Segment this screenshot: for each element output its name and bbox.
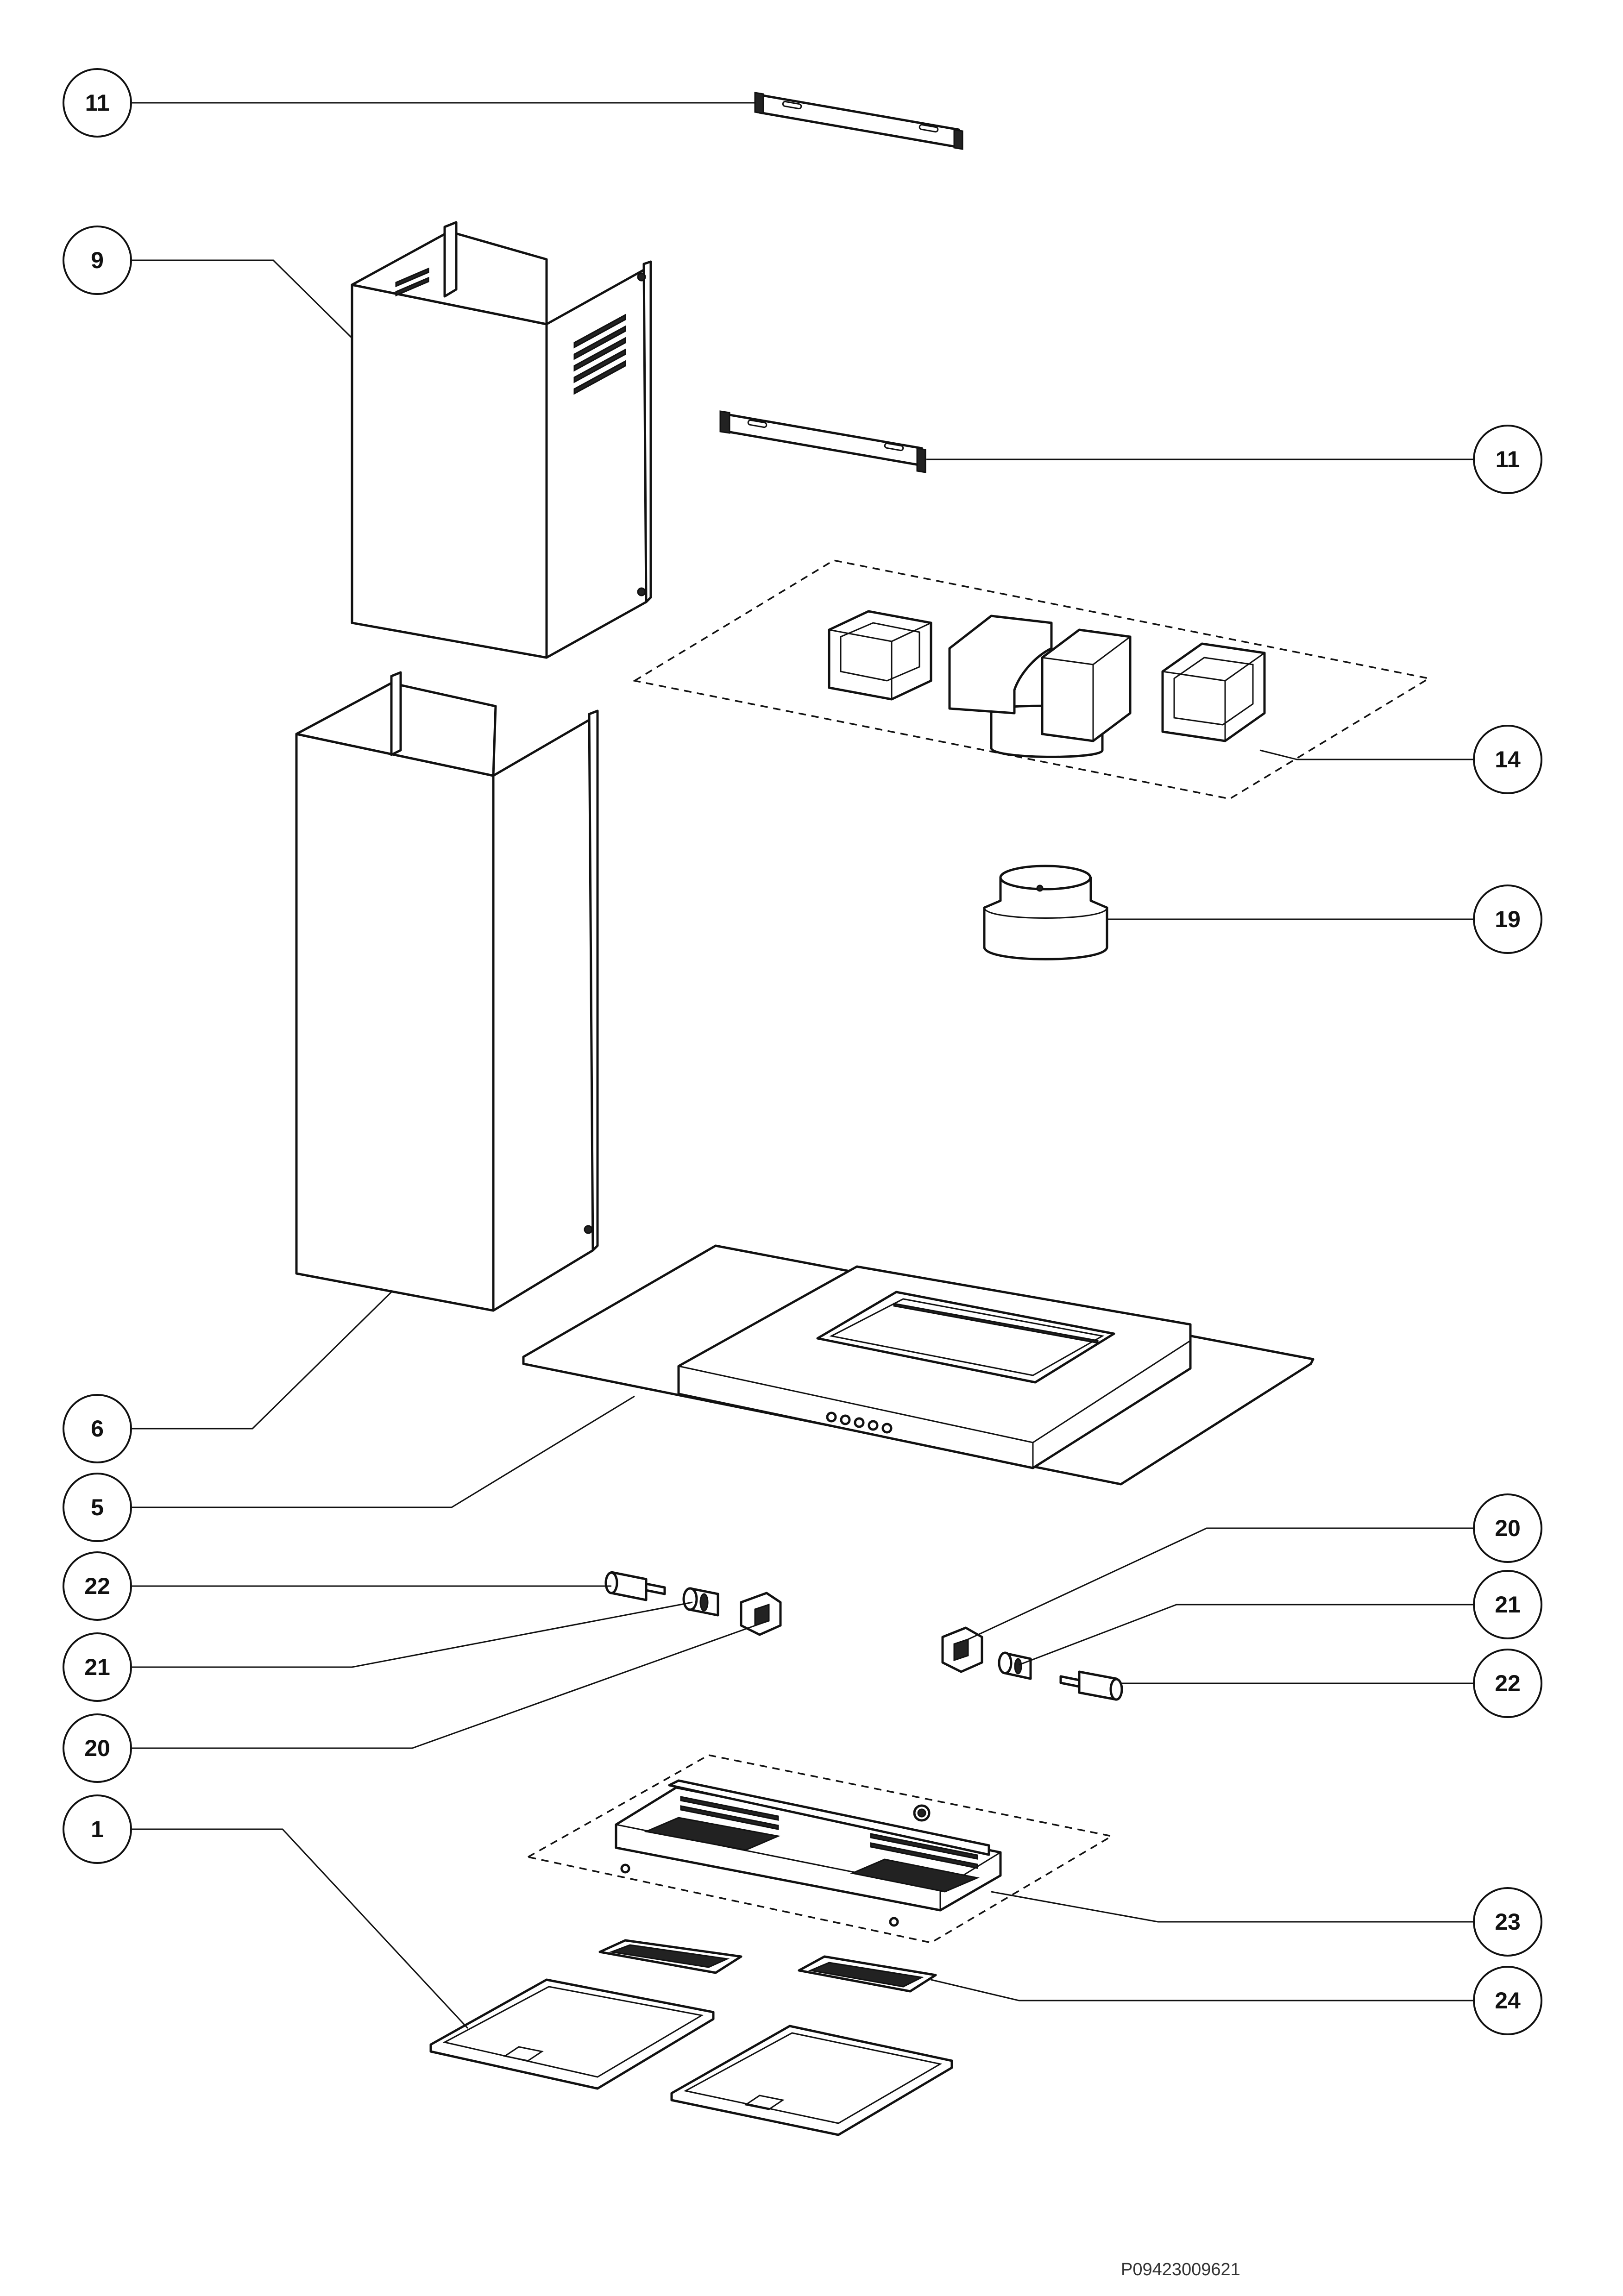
callout-19: 19	[1473, 885, 1542, 954]
callout-label: 24	[1495, 1988, 1521, 2014]
callout-14: 14	[1473, 725, 1542, 794]
callout-label: 6	[91, 1416, 104, 1442]
leader-lines	[132, 102, 1473, 2029]
part-22-left-pin	[604, 1571, 666, 1601]
duct-adapter-center	[948, 615, 1132, 758]
callout-label: 11	[1496, 446, 1520, 472]
part-21-left-bushing	[682, 1587, 719, 1617]
callout-1: 1	[63, 1794, 132, 1864]
callout-label: 23	[1495, 1909, 1521, 1935]
callout-label: 14	[1495, 747, 1521, 772]
callout-20-left: 20	[63, 1713, 132, 1783]
callout-22-right: 22	[1473, 1649, 1542, 1718]
callout-22-left: 22	[63, 1551, 132, 1621]
part-14-duct-adapters	[632, 559, 1431, 800]
callout-label: 5	[91, 1494, 104, 1520]
frame-vent-slots-right	[870, 1833, 978, 1869]
vent-slots-side	[573, 314, 626, 395]
part-11-lower-bracket	[719, 410, 926, 473]
part-21-right-bushing	[998, 1651, 1032, 1680]
part-24-gaskets	[598, 1939, 937, 1993]
callout-23: 23	[1473, 1887, 1542, 1957]
part-20-right-clip	[941, 1626, 983, 1673]
callout-label: 11	[85, 90, 110, 116]
part-22-right-pin	[1059, 1670, 1123, 1701]
callout-label: 21	[1495, 1592, 1521, 1618]
control-buttons	[826, 1411, 893, 1434]
callout-20-right: 20	[1473, 1493, 1542, 1563]
callout-6: 6	[63, 1394, 132, 1463]
duct-adapter-left	[828, 610, 932, 701]
callout-24: 24	[1473, 1966, 1542, 2035]
callout-21-right: 21	[1473, 1570, 1542, 1639]
callout-11-right: 11	[1473, 425, 1542, 494]
part-5-hood-canopy	[522, 1244, 1315, 1486]
callout-11-top: 11	[63, 68, 132, 138]
part-11-top-bracket	[754, 92, 963, 150]
duct-adapter-right	[1161, 642, 1266, 742]
callout-label: 19	[1495, 906, 1521, 932]
part-1-grease-filters	[429, 1978, 953, 2136]
callout-label: 9	[91, 247, 104, 273]
part-20-left-clip	[740, 1592, 782, 1636]
part-6-lower-chimney	[295, 671, 599, 1312]
callout-5: 5	[63, 1473, 132, 1542]
callout-21-left: 21	[63, 1632, 132, 1702]
callout-9: 9	[63, 226, 132, 295]
vent-slots-back	[395, 267, 429, 297]
part-19-round-reducer	[983, 865, 1108, 960]
callout-label: 20	[1495, 1515, 1521, 1541]
callout-label: 22	[84, 1573, 110, 1599]
document-number: P09423009621	[1121, 2260, 1240, 2279]
part-9-upper-chimney	[351, 221, 652, 659]
callout-label: 1	[91, 1816, 104, 1842]
callout-label: 20	[84, 1735, 110, 1761]
frame-vent-slots-left	[680, 1796, 779, 1830]
callout-label: 21	[84, 1654, 110, 1680]
callout-label: 22	[1495, 1670, 1521, 1696]
part-23-filter-frame	[526, 1754, 1114, 1944]
